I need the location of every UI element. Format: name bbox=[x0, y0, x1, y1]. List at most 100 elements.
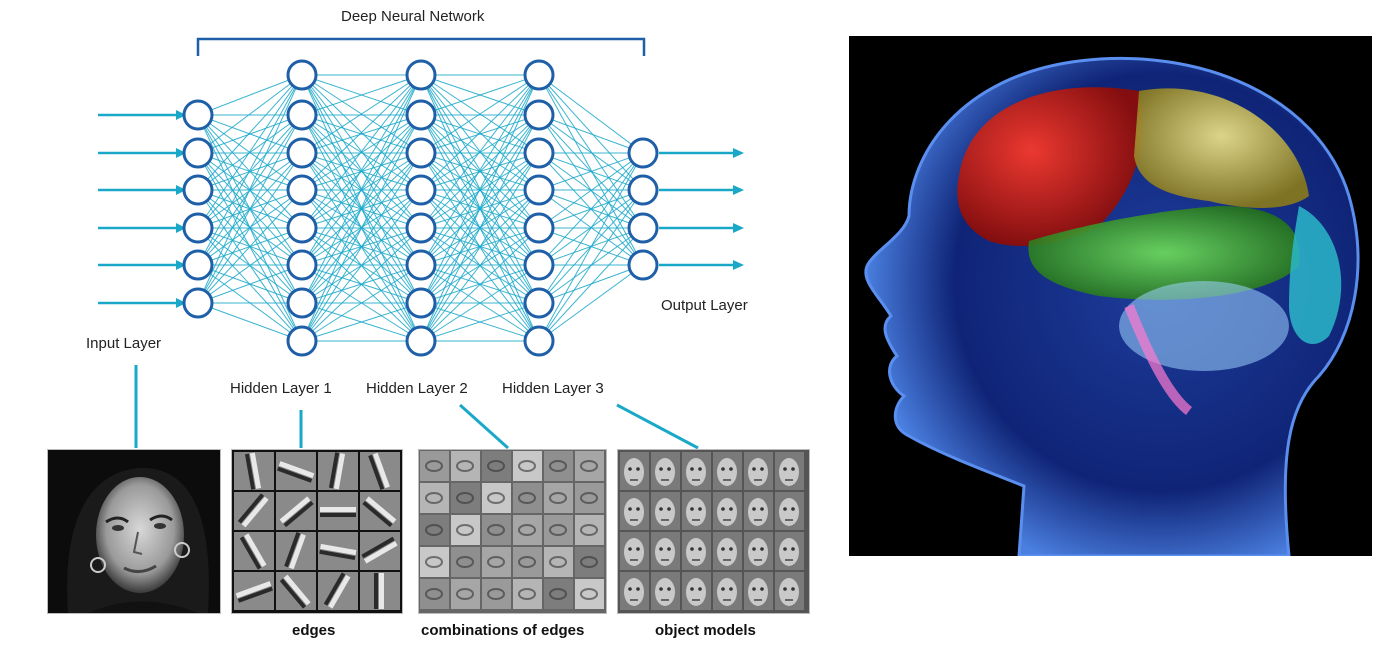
feature-cell bbox=[513, 483, 542, 513]
feature-cell bbox=[451, 451, 480, 481]
network-node bbox=[405, 99, 437, 131]
connection bbox=[197, 74, 303, 229]
connection bbox=[197, 114, 303, 191]
feature-cell bbox=[482, 579, 511, 609]
connection bbox=[301, 74, 422, 304]
connection bbox=[420, 302, 540, 342]
network-node bbox=[286, 99, 318, 131]
feature-cell bbox=[544, 451, 573, 481]
connection bbox=[197, 189, 303, 304]
connection bbox=[301, 189, 422, 342]
network-node bbox=[182, 137, 214, 169]
faces-grid-image bbox=[617, 449, 810, 614]
feature-cell bbox=[420, 579, 449, 609]
connection bbox=[197, 227, 303, 304]
feature-cell bbox=[420, 483, 449, 513]
connection bbox=[538, 74, 644, 154]
combinations-grid-image bbox=[418, 449, 607, 614]
connection bbox=[538, 152, 644, 266]
connection bbox=[538, 264, 644, 342]
input-arrowhead bbox=[176, 223, 186, 233]
connection bbox=[420, 114, 540, 191]
network-node bbox=[523, 59, 555, 91]
connection bbox=[301, 114, 422, 191]
network-node bbox=[405, 137, 437, 169]
connection bbox=[420, 74, 540, 266]
connection bbox=[197, 114, 303, 229]
network-node bbox=[286, 137, 318, 169]
connection bbox=[538, 152, 644, 304]
connection bbox=[197, 114, 303, 304]
connection bbox=[538, 74, 644, 266]
hidden-layer-3-label: Hidden Layer 3 bbox=[502, 380, 604, 397]
network-node bbox=[405, 287, 437, 319]
diagram-title: Deep Neural Network bbox=[341, 8, 485, 25]
feature-cell bbox=[575, 579, 604, 609]
network-node bbox=[286, 174, 318, 206]
feature-cell bbox=[420, 547, 449, 577]
network-node bbox=[182, 212, 214, 244]
connection bbox=[197, 74, 303, 266]
connection bbox=[538, 74, 644, 191]
feature-cell bbox=[451, 483, 480, 513]
connection bbox=[420, 114, 540, 154]
feature-cell bbox=[575, 483, 604, 513]
connection bbox=[197, 302, 303, 342]
connection bbox=[420, 264, 540, 342]
connection bbox=[420, 74, 540, 154]
network-node bbox=[405, 249, 437, 281]
connection bbox=[197, 74, 303, 154]
connection bbox=[301, 227, 422, 342]
connection bbox=[420, 114, 540, 229]
feature-cell bbox=[451, 515, 480, 545]
connection bbox=[420, 74, 540, 116]
connection bbox=[301, 74, 422, 266]
hidden-layer-2-label: Hidden Layer 2 bbox=[366, 380, 468, 397]
connection bbox=[420, 114, 540, 342]
connection bbox=[301, 114, 422, 154]
connection bbox=[197, 152, 303, 304]
network-node bbox=[286, 287, 318, 319]
connection bbox=[197, 74, 303, 304]
feature-cell bbox=[482, 547, 511, 577]
network-node bbox=[523, 212, 555, 244]
connection bbox=[538, 152, 644, 229]
output-arrowhead bbox=[733, 185, 744, 195]
neural-network-diagram: Deep Neural Network Input Layer Hidden L… bbox=[47, 8, 810, 639]
connection bbox=[301, 74, 422, 229]
network-node bbox=[523, 249, 555, 281]
feature-cell bbox=[420, 451, 449, 481]
feature-cell bbox=[544, 483, 573, 513]
connection bbox=[301, 114, 422, 342]
output-arrowhead bbox=[733, 148, 744, 158]
connection bbox=[301, 74, 422, 154]
network-node bbox=[523, 99, 555, 131]
network-node bbox=[405, 212, 437, 244]
network-node bbox=[182, 174, 214, 206]
input-arrowhead bbox=[176, 260, 186, 270]
connection bbox=[301, 302, 422, 342]
network-node bbox=[182, 99, 214, 131]
connection bbox=[301, 74, 422, 116]
connection bbox=[538, 152, 644, 342]
network-node bbox=[405, 174, 437, 206]
connection bbox=[420, 227, 540, 342]
brain-head-image bbox=[849, 36, 1372, 556]
connection bbox=[420, 189, 540, 342]
network-node bbox=[286, 325, 318, 357]
feature-cell bbox=[544, 547, 573, 577]
object-models-caption: object models bbox=[655, 622, 756, 639]
connection bbox=[301, 74, 422, 191]
output-arrowhead bbox=[733, 223, 744, 233]
network-node bbox=[523, 174, 555, 206]
feature-cell bbox=[575, 451, 604, 481]
input-arrowhead bbox=[176, 185, 186, 195]
edges-caption: edges bbox=[292, 622, 336, 639]
hidden3-connector bbox=[616, 403, 699, 450]
connection bbox=[197, 74, 303, 191]
connection bbox=[197, 264, 303, 304]
connection bbox=[301, 152, 422, 342]
feature-cell bbox=[575, 547, 604, 577]
feature-cell bbox=[575, 515, 604, 545]
network-node bbox=[286, 59, 318, 91]
